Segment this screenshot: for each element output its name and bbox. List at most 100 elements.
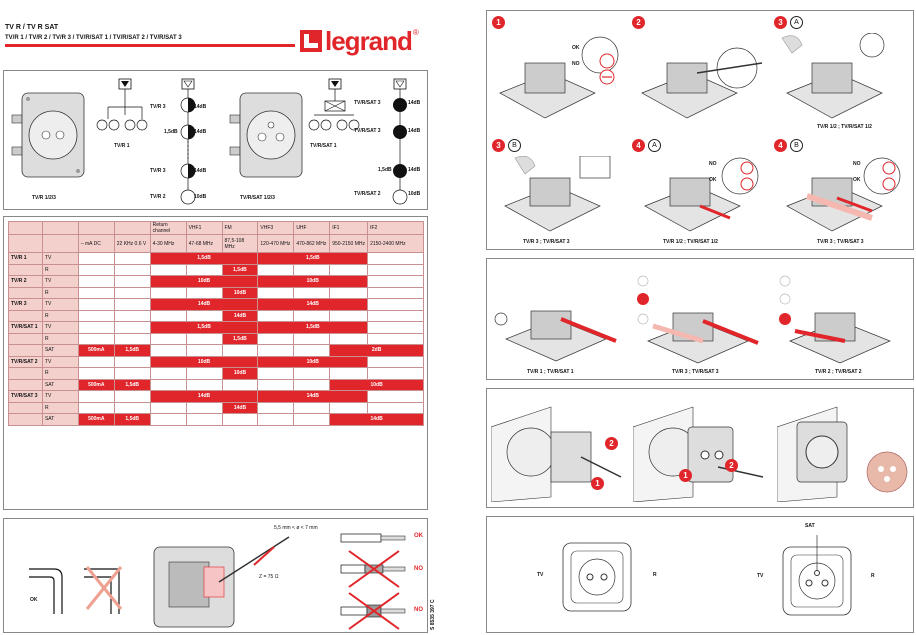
attenuation-value-cell: 10dB [257,275,369,288]
attenuation-value-cell: 10dB [221,286,259,299]
right-chain-label-0: TV/R/SAT 3 [354,100,381,106]
empty-cell [329,401,369,414]
row-port-cell: TV [41,298,79,311]
row-model-cell [8,309,43,322]
empty-cell [77,286,115,299]
row-model-cell [8,413,43,426]
empty-cell [185,332,223,345]
empty-cell [149,332,187,345]
empty-cell [77,263,115,276]
empty-cell [185,367,223,380]
table-subheader-cell: 470-862 MHz [293,234,331,253]
connection-variant-1-caption: TV/R 1 ; TV/R/SAT 1 [527,369,574,375]
row-port-cell: SAT [41,344,79,357]
empty-cell [257,413,295,426]
table-header-cell: IF1 [329,221,369,235]
empty-cell [113,321,151,334]
step-1-badge: 1 [492,16,505,29]
table-header-cell [113,221,151,235]
row-port-cell: TV [41,390,79,403]
empty-cell [367,332,424,345]
step-4b-badge: 4 [774,139,787,152]
step-1-no-label: NO [572,61,580,67]
connection-variants-panel: TV/R 1 ; TV/R/SAT 1 TV/R 3 ; TV/R/SAT 3 … [486,258,914,380]
step-4a-badge: 4 [632,139,645,152]
empty-cell [293,378,331,391]
row-model-cell [8,263,43,276]
step-3a-illustration [781,33,885,119]
row-model-cell [8,367,43,380]
attenuation-value-cell: 1,5dB [113,344,151,357]
empty-cell [185,286,223,299]
empty-cell [367,321,424,334]
right-chain-value-b-3: 10dB [408,191,421,197]
row-model-cell: TV/R 3 [8,298,43,311]
step-4b-letter: B [790,139,803,152]
attenuation-value-cell: 1,5dB [257,321,369,334]
empty-cell [185,344,223,357]
step-3a-letter: A [790,16,803,29]
table-header-cell [77,221,115,235]
empty-cell [149,378,187,391]
tvr1-topology-diagram [96,78,148,131]
empty-cell [221,378,259,391]
row-port-cell: R [41,401,79,414]
empty-cell [293,344,331,357]
empty-cell [329,367,369,380]
empty-cell [77,390,115,403]
cable-connection-illustration [153,536,290,628]
empty-cell [77,252,115,265]
empty-cell [293,263,331,276]
mounting-step-3-illustration [777,406,908,502]
table-header-cell: VHF1 [185,221,223,235]
attenuation-value-cell: 14dB [257,390,369,403]
step-4b-caption: TV/R 3 ; TV/R/SAT 3 [817,239,864,245]
empty-cell [221,344,259,357]
tvr-chain-diagram [180,78,196,205]
tvr1-label: TV/R 1 [114,143,130,149]
empty-cell [77,367,115,380]
attenuation-value-cell: 10dB [257,355,369,368]
empty-cell [257,286,295,299]
empty-cell [221,413,259,426]
empty-cell [367,298,424,311]
right-chain-value-a-2: 1,5dB [378,167,392,173]
empty-cell [149,309,187,322]
attenuation-value-cell: 10dB [221,367,259,380]
legrand-logo: legrand ® [300,26,419,56]
attenuation-value-cell: 1,5dB [221,263,259,276]
empty-cell [113,390,151,403]
left-chain-label-3: TV/R 2 [150,194,166,200]
empty-cell [77,275,115,288]
right-chain-label-1: TV/R/SAT 3 [354,128,381,134]
cable-preparation-panel: OK 5,5 mm < ø < 7 mm Z = 75 Ω OK NO NO [3,518,428,633]
step-4a-no-label: NO [709,161,717,167]
attenuation-value-cell: 10dB [329,378,424,391]
connection-variant-2-illustration [637,275,759,364]
step-4a-illustration [644,157,759,232]
step-4a-caption: TV/R 1/2 ; TV/R/SAT 1/2 [663,239,718,245]
empty-cell [77,309,115,322]
table-header-cell: UHF [293,221,331,235]
row-model-cell [8,344,43,357]
empty-cell [367,286,424,299]
empty-cell [113,275,151,288]
empty-cell [113,401,151,414]
empty-cell [185,309,223,322]
attenuation-value-cell: 10dB [149,355,259,368]
cable-check-no-1-illustration [340,550,406,588]
bend-ok-label: OK [30,597,38,603]
row-port-cell: TV [41,252,79,265]
step-4b-ok-label: OK [853,177,861,183]
front-r2-label: R [871,573,875,579]
empty-cell [113,332,151,345]
